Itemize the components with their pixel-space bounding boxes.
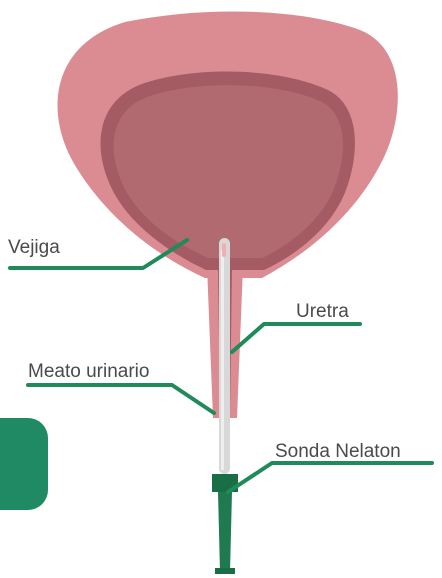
catheter-tube bbox=[219, 238, 230, 474]
catheter-tip-mark bbox=[222, 243, 226, 257]
catheter-highlight bbox=[221, 250, 224, 470]
leader-line-catheter bbox=[228, 463, 432, 492]
label-bladder: Vejiga bbox=[8, 238, 60, 257]
label-urethra: Uretra bbox=[296, 302, 349, 321]
leader-line-urethra bbox=[232, 324, 360, 352]
leader-line-meatus bbox=[28, 385, 214, 413]
label-catheter: Sonda Nelaton bbox=[275, 442, 401, 461]
catheter-connector-ring bbox=[215, 568, 235, 574]
label-urinary-meatus: Meato urinario bbox=[28, 362, 149, 381]
